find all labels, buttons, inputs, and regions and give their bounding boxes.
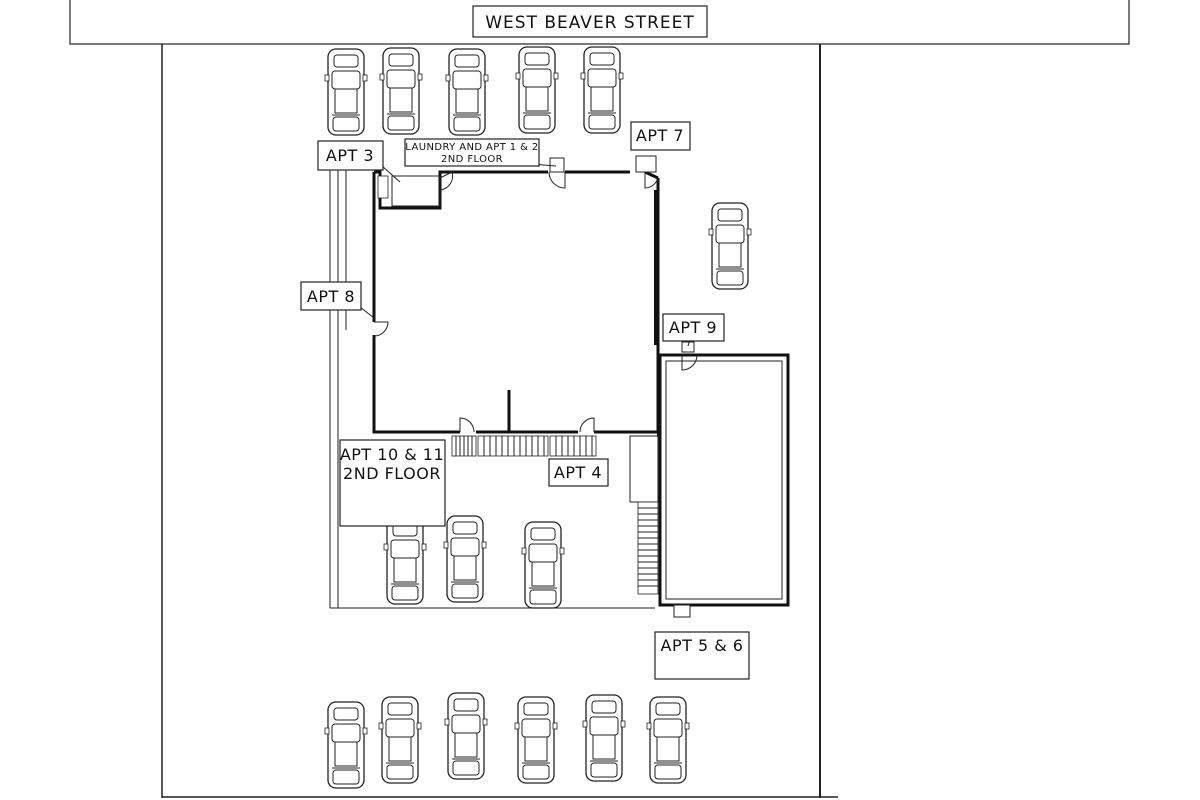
label-apt10: APT 10 & 11 2ND FLOOR: [339, 439, 446, 527]
label-apt4-text: APT 4: [554, 463, 602, 482]
label-apt3-text: APT 3: [326, 146, 374, 165]
street-name-label: WEST BEAVER STREET: [485, 13, 695, 33]
stair-center: [477, 435, 549, 457]
stair-garage: [637, 501, 659, 595]
label-apt56: APT 5 & 6: [654, 631, 750, 680]
parking-bottom-row: [324, 692, 690, 789]
stairs: [451, 435, 659, 595]
stair-west: [451, 435, 477, 457]
parking-lower-lot: [383, 515, 565, 609]
door-apt4-west: [459, 417, 475, 433]
parking-right-side: [708, 202, 752, 290]
label-apt7: APT 7: [630, 121, 691, 151]
street-name-box: [472, 5, 708, 38]
car: [445, 48, 489, 136]
car: [521, 521, 565, 609]
label-apt8-text: APT 8: [307, 287, 355, 306]
car: [443, 515, 487, 603]
label-apt9-text: APT 9: [669, 318, 717, 337]
car: [514, 696, 558, 784]
door-apt8: [373, 321, 389, 337]
east-wing: [629, 353, 790, 607]
car: [646, 696, 690, 784]
main-building: [372, 170, 660, 434]
stair-east: [549, 435, 597, 457]
door-laundry: [439, 171, 454, 191]
car: [324, 48, 368, 136]
label-apt4: APT 4: [548, 458, 609, 487]
car: [379, 47, 423, 135]
car: [582, 694, 626, 782]
label-apt3: APT 3: [317, 140, 384, 171]
car: [383, 517, 427, 605]
door-apt7: [644, 172, 659, 189]
label-apt7-text: APT 7: [636, 126, 684, 145]
parking-top-row: [324, 46, 624, 136]
car: [708, 202, 752, 290]
car: [444, 692, 488, 780]
label-apt10-line2: 2ND FLOOR: [343, 464, 441, 483]
door-apt9: [681, 354, 698, 371]
label-apt9: APT 9: [662, 313, 725, 342]
street-band: WEST BEAVER STREET: [69, 0, 1130, 45]
property-lines: [161, 44, 838, 798]
doors: [373, 155, 698, 618]
label-apt56-text: APT 5 & 6: [661, 636, 744, 655]
label-apt10-line1: APT 10 & 11: [340, 445, 444, 464]
car: [378, 696, 422, 784]
door-apt4-east: [579, 417, 595, 433]
label-laundry-line2: 2ND FLOOR: [441, 154, 503, 165]
car: [580, 46, 624, 134]
car: [515, 46, 559, 134]
door-laundry-main: [548, 171, 566, 189]
leader-lines: [359, 163, 692, 347]
car: [324, 701, 368, 789]
label-laundry: LAUNDRY AND APT 1 & 2 2ND FLOOR: [404, 138, 540, 167]
label-laundry-line1: LAUNDRY AND APT 1 & 2: [405, 142, 538, 153]
label-apt8: APT 8: [300, 281, 362, 311]
